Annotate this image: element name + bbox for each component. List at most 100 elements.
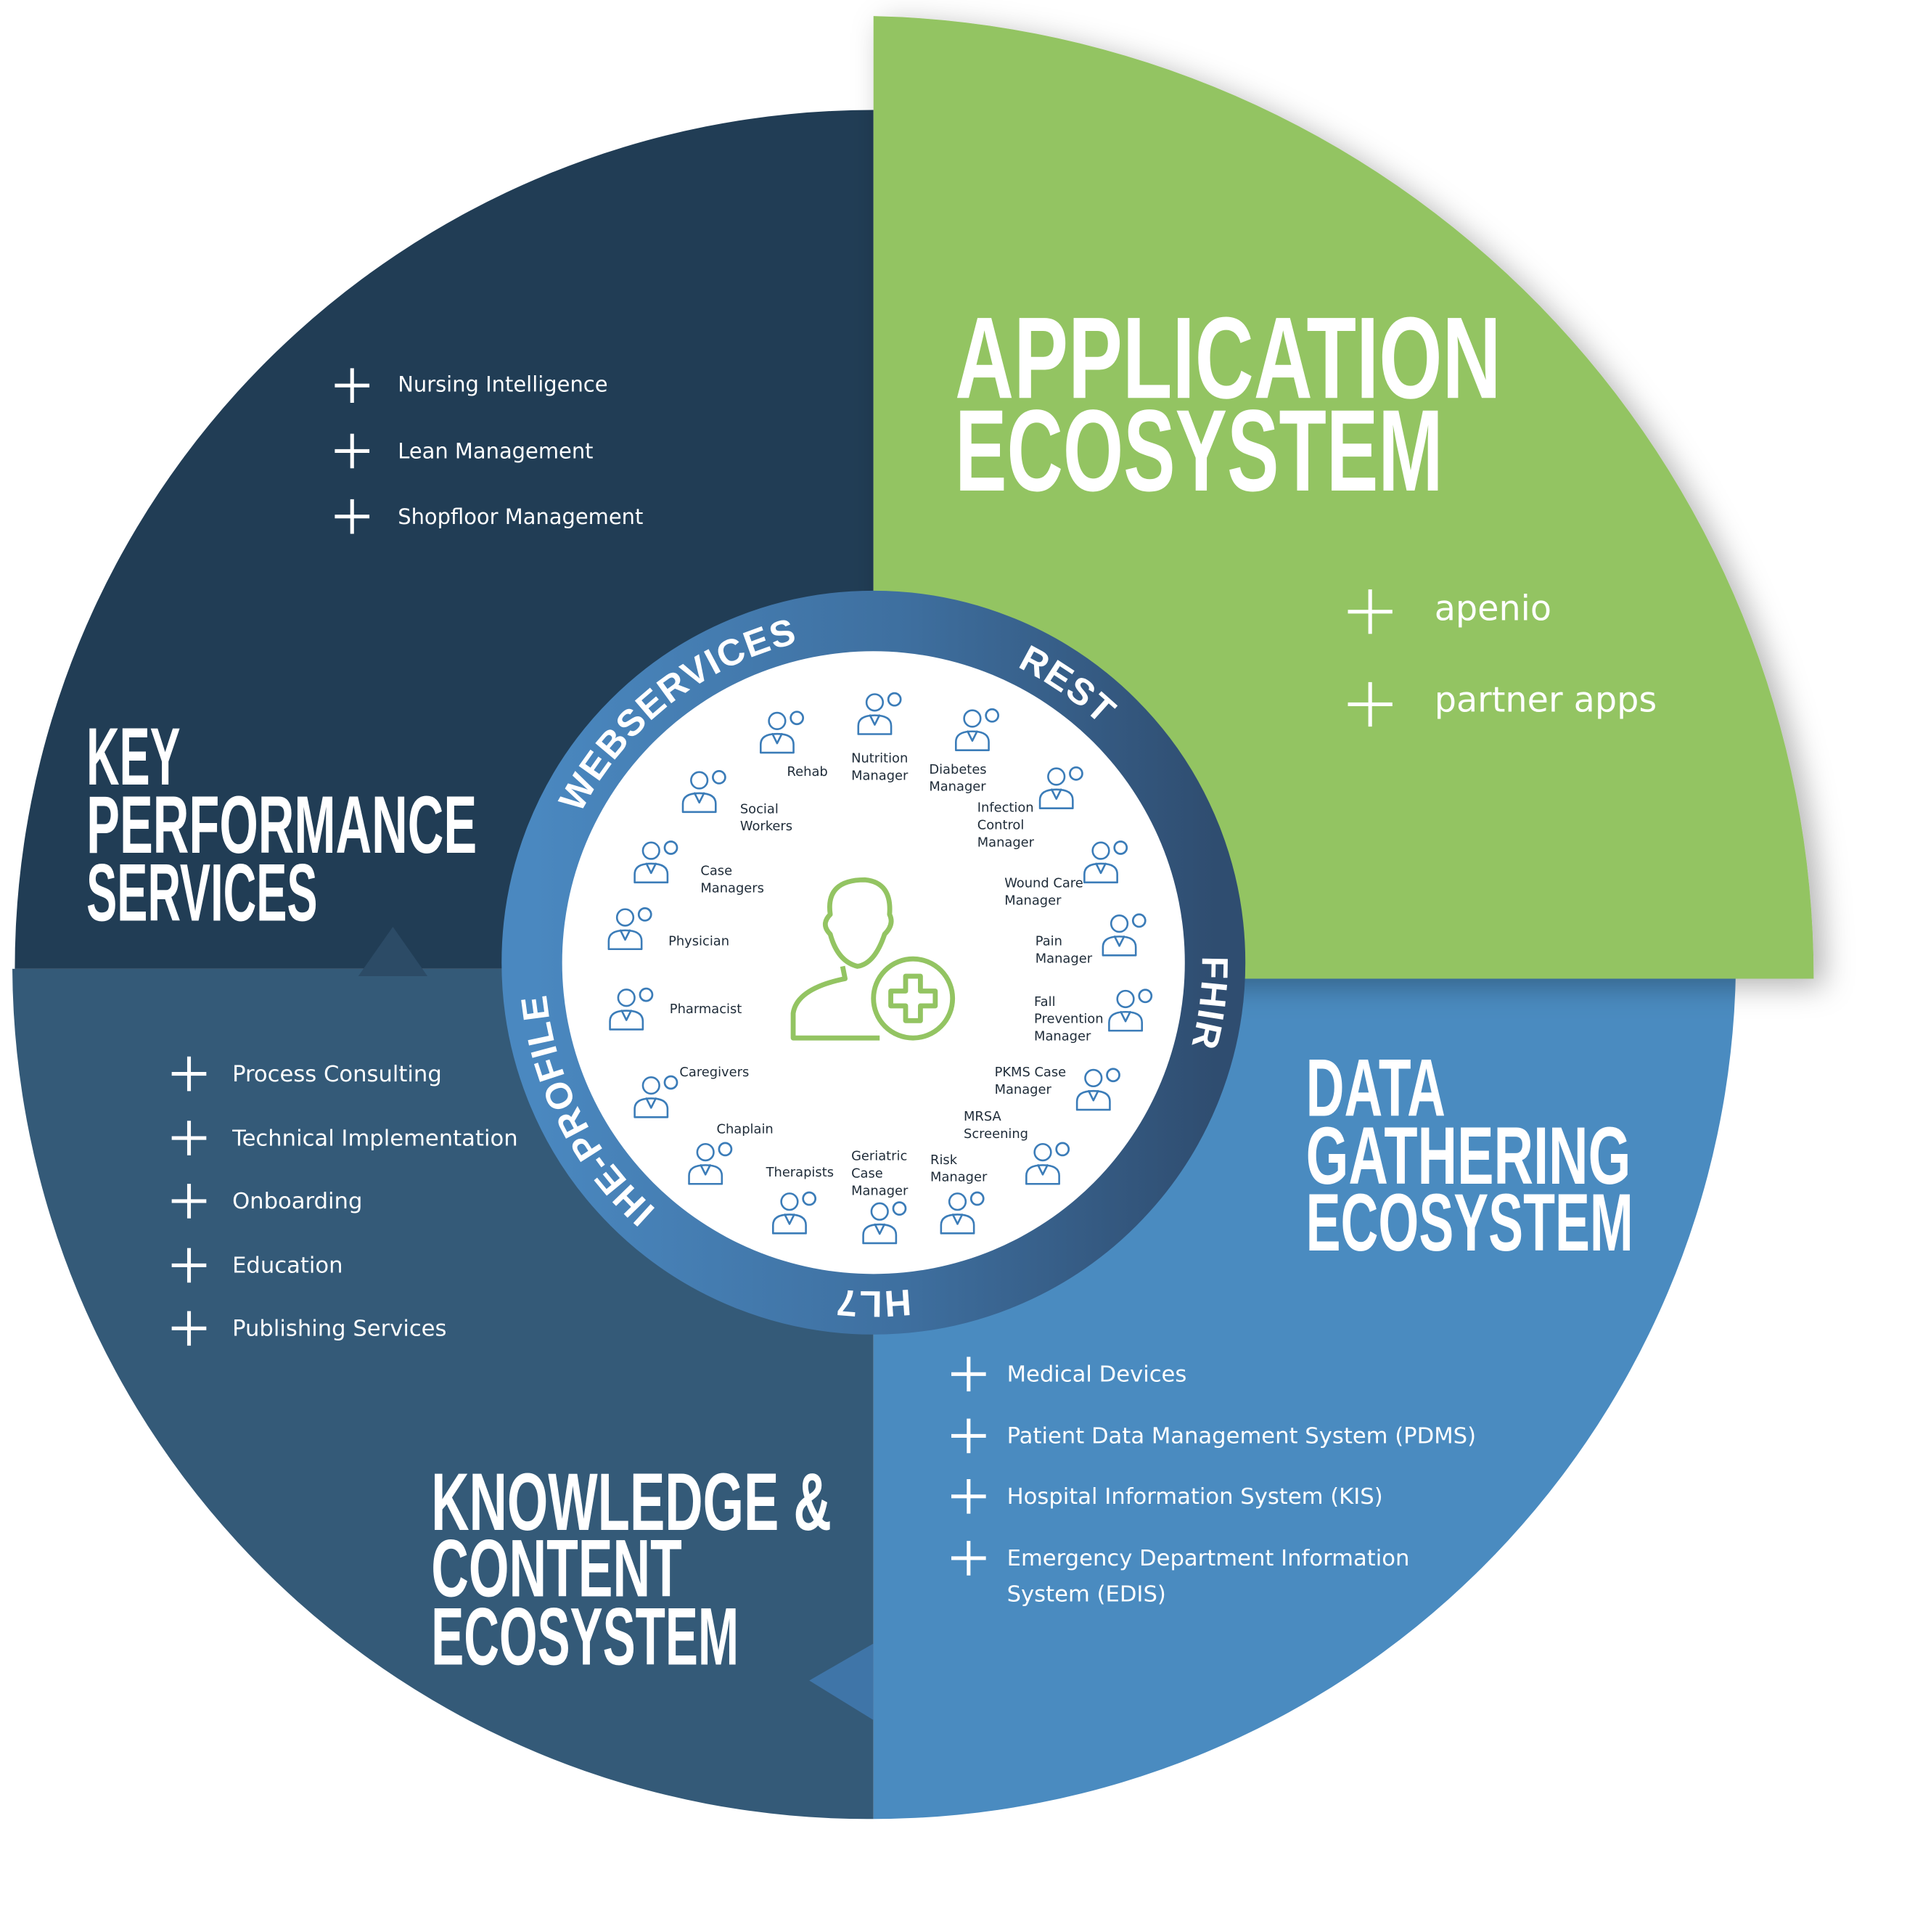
role-label-line: Caregivers (679, 1065, 749, 1080)
svg-text:apenio: apenio (1435, 589, 1551, 629)
svg-text:Publishing Services: Publishing Services (232, 1316, 446, 1341)
kps-item: Shopfloor Management (335, 499, 643, 534)
role-label-line: Infection (977, 801, 1034, 816)
svg-text:Education: Education (232, 1253, 343, 1279)
data-gathering-title-line2: GATHERING (1306, 1110, 1631, 1202)
role-label-line: Manager (929, 779, 986, 795)
role-item: Chaplain (688, 1121, 774, 1185)
svg-text:Onboarding: Onboarding (232, 1189, 362, 1214)
kps-title-line1: KEY (86, 712, 180, 803)
role-label-line: Workers (740, 819, 792, 834)
role-label-line: Manager (1036, 951, 1093, 966)
role-label: Chaplain (716, 1121, 773, 1137)
role-item: MRSA Screening (964, 1109, 1070, 1185)
knowledge-notch (809, 1643, 874, 1720)
infection-control-icon (1038, 766, 1083, 809)
role-label-line: Manager (1004, 893, 1062, 908)
application-item: apenio (1348, 589, 1551, 634)
diabetes-icon (954, 708, 1000, 751)
role-label-line: Case (700, 863, 732, 878)
role-label-line: Manager (1034, 1029, 1091, 1044)
role-item: Caregivers (633, 1065, 749, 1118)
role-label-line: Rehab (787, 764, 828, 779)
role-label-line: PKMS Case (995, 1065, 1067, 1080)
pharmacist-icon (609, 987, 654, 1031)
knowledge-item: Process Consulting (171, 1056, 442, 1092)
data-gathering-item: Hospital Information System (KIS) (951, 1478, 1383, 1514)
role-label-line: Diabetes (929, 762, 986, 777)
knowledge-item: Publishing Services (171, 1311, 446, 1346)
rehab-icon (759, 711, 805, 754)
svg-text:Process Consulting: Process Consulting (232, 1062, 442, 1087)
knowledge-item: Education (171, 1248, 343, 1283)
application-title-line1: APPLICATION (955, 294, 1501, 423)
social-workers-icon (681, 770, 726, 814)
knowledge-title-line2: CONTENT (431, 1523, 682, 1613)
role-label-line: Therapists (766, 1165, 834, 1180)
role-label-line: MRSA (964, 1109, 1001, 1124)
svg-text:Patient Data Management System: Patient Data Management System (PDMS) (1007, 1424, 1476, 1449)
role-label-line: Pain (1036, 933, 1062, 949)
role-label-line: Case (851, 1166, 883, 1182)
folder-gear-icon (1025, 1142, 1070, 1185)
svg-text:Lean Management: Lean Management (398, 439, 593, 464)
data-gathering-item: Medical Devices (951, 1356, 1187, 1392)
interface-ring (501, 590, 1246, 1335)
data-gathering-title-line1: DATA (1306, 1043, 1446, 1134)
role-label-line: Manager (851, 768, 909, 783)
svg-text:Emergency Department Informati: Emergency Department Information (1007, 1546, 1410, 1571)
role-label-line: Wound Care (1004, 875, 1083, 891)
role-label-line: Screening (964, 1126, 1028, 1142)
role-label-line: Pharmacist (670, 1002, 742, 1017)
pain-icon (1102, 913, 1147, 957)
role-label-line: Manager (995, 1082, 1052, 1097)
role-label: Physician (668, 933, 729, 949)
role-item: Therapists (766, 1165, 834, 1235)
bandage-icon (1083, 840, 1128, 884)
application-title-line2: ECOSYSTEM (955, 385, 1443, 515)
data-gathering-item-continuation: System (EDIS) (1007, 1582, 1166, 1608)
role-label: Rehab (787, 764, 828, 779)
svg-text:Medical Devices: Medical Devices (1007, 1362, 1187, 1387)
role-label-line: Prevention (1034, 1012, 1103, 1027)
role-label-line: Manager (851, 1183, 909, 1198)
knowledge-item: Technical Implementation (171, 1121, 518, 1155)
data-gathering-title-line3: ECOSYSTEM (1306, 1177, 1633, 1268)
role-label-line: Fall (1034, 994, 1056, 1010)
roles-circle (562, 651, 1185, 1274)
role-item: Rehab (759, 711, 828, 779)
role-label-line: Managers (700, 880, 764, 896)
knowledge-item: Onboarding (171, 1184, 362, 1219)
geriatric-icon (862, 1201, 907, 1245)
therapist-icon (772, 1191, 817, 1235)
kps-item: Lean Management (335, 433, 594, 469)
knowledge-title-line3: ECOSYSTEM (431, 1591, 739, 1682)
role-label: Therapists (766, 1165, 834, 1180)
application-item: partner apps (1348, 681, 1657, 727)
role-label-line: Control (977, 817, 1025, 832)
chapel-icon (688, 1142, 733, 1185)
role-label: Caregivers (679, 1065, 749, 1080)
patient-plus-icon (790, 877, 956, 1041)
